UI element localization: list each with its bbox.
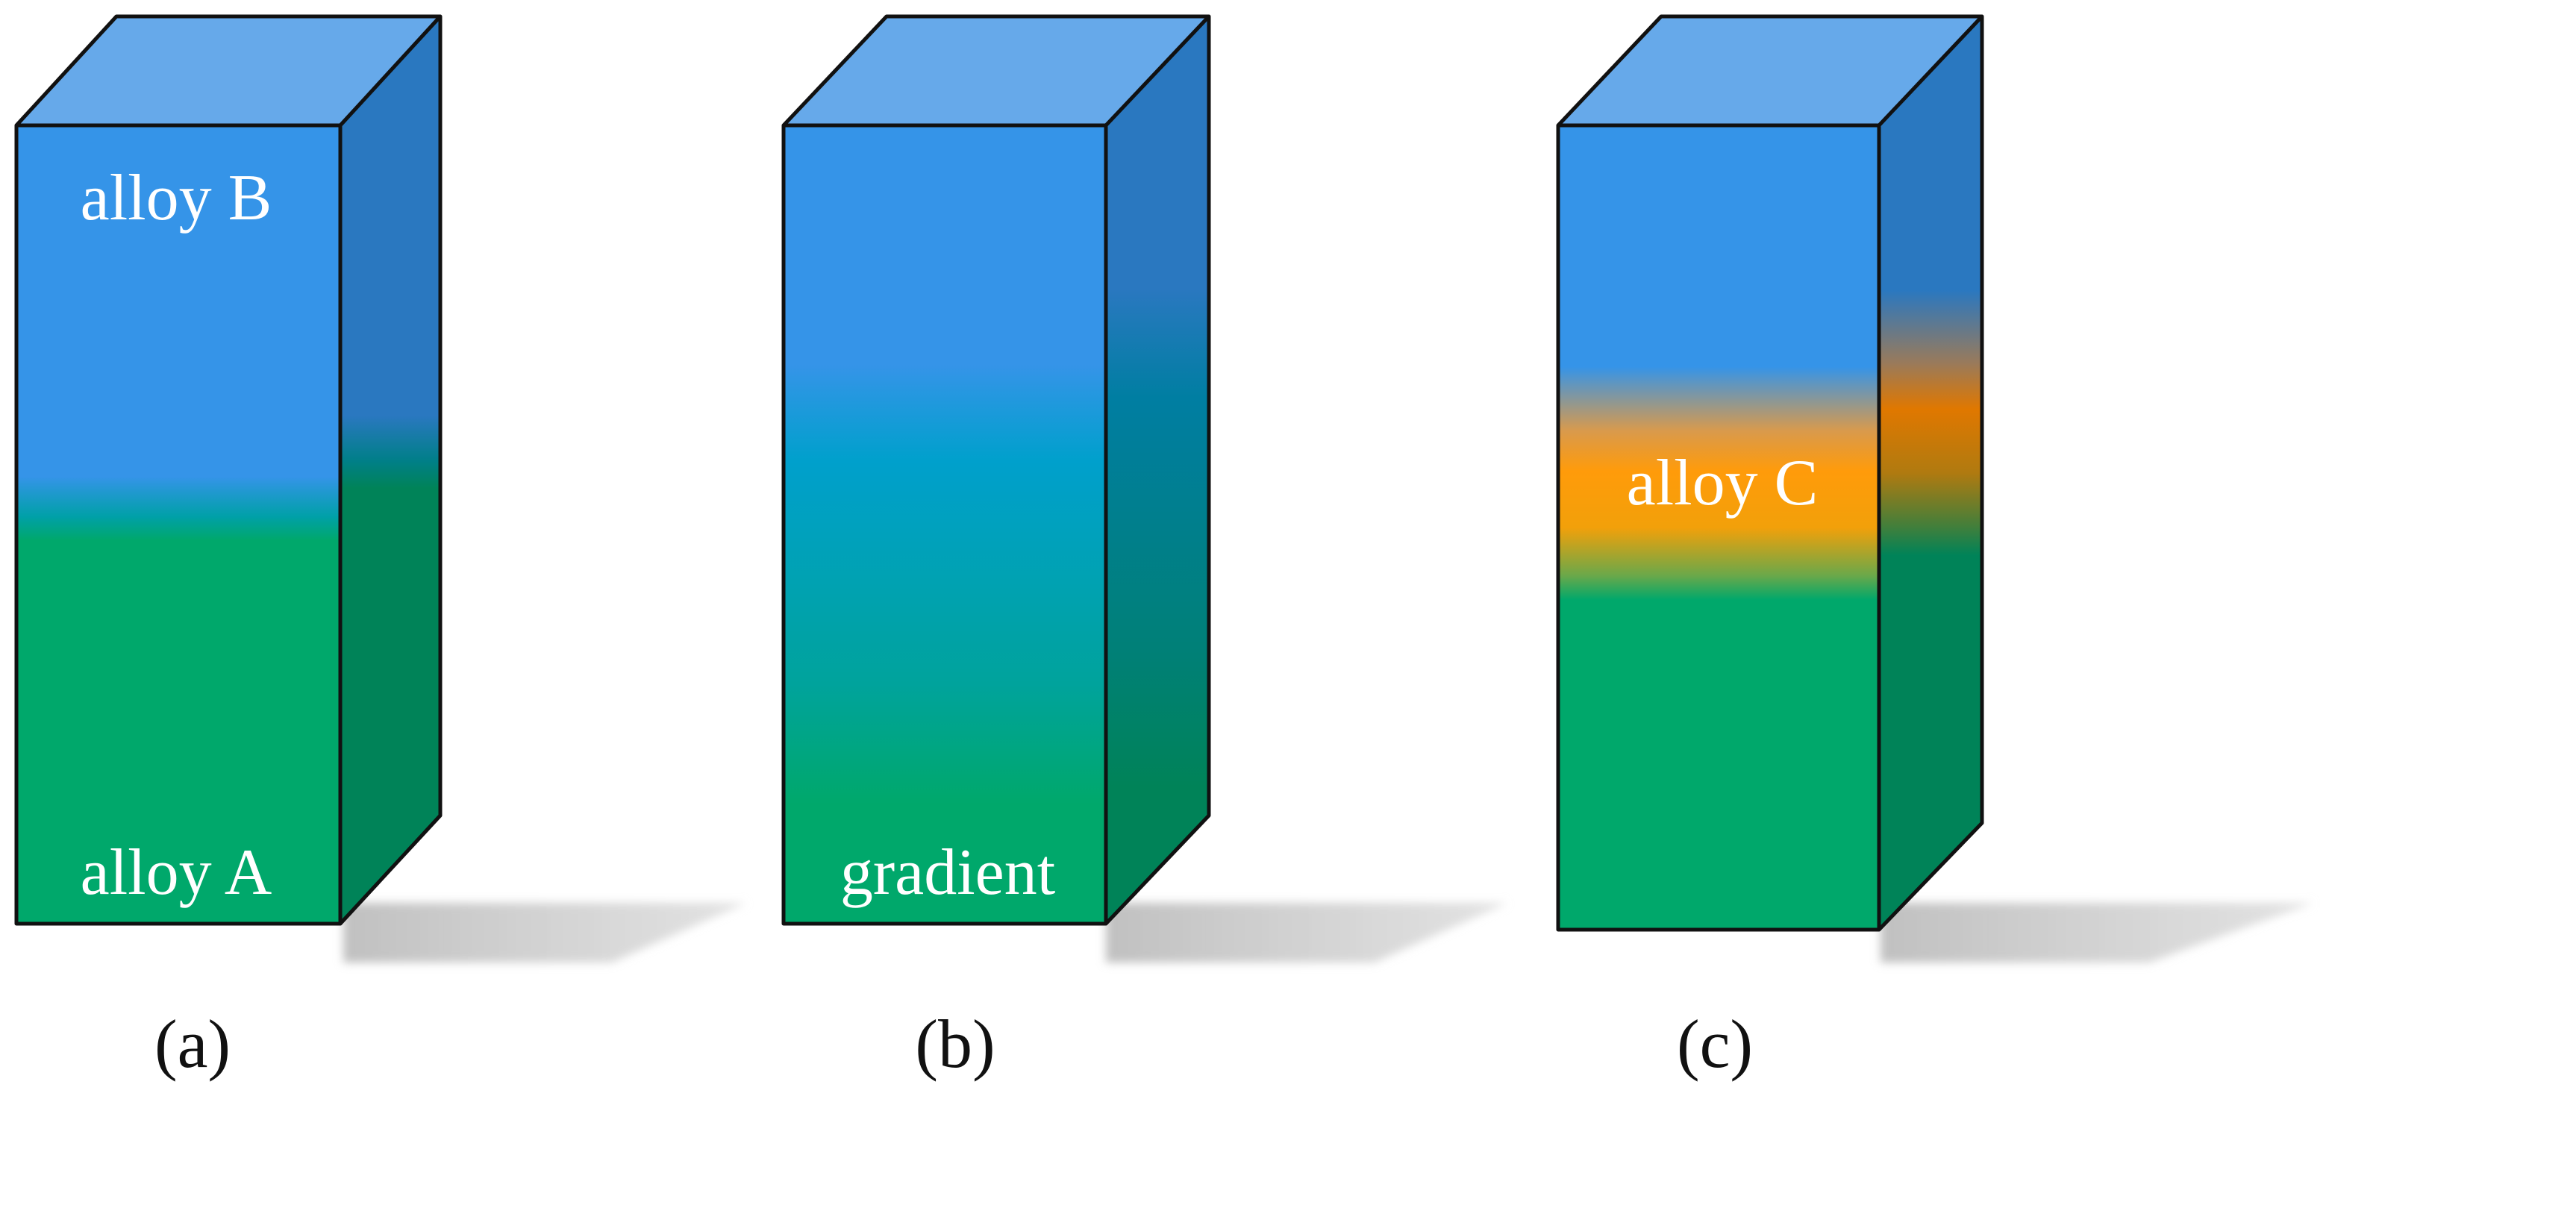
panel-a: alloy B alloy A (a) <box>14 14 746 1082</box>
panel-b-top-face <box>784 16 1209 125</box>
panel-c-top-face <box>1558 16 1982 125</box>
panel-c-shadow <box>1881 903 2313 963</box>
panel-b-side-face <box>1106 16 1209 924</box>
panel-a-front-face <box>16 125 340 924</box>
panel-b: gradient (b) <box>781 14 1507 1082</box>
panel-b-caption: (b) <box>915 1006 995 1082</box>
panel-a-outline <box>14 14 443 926</box>
panel-a-top-face <box>16 16 440 125</box>
panel-a-bottom-label: alloy A <box>81 836 272 909</box>
panel-a-top-label: alloy B <box>81 162 272 234</box>
panel-a-caption: (a) <box>154 1006 231 1082</box>
panel-b-bottom-label: gradient <box>840 836 1055 909</box>
panel-a-shadow <box>343 903 746 963</box>
panel-c: alloy C (c) <box>1556 14 2313 1082</box>
panel-b-front-face <box>784 125 1106 924</box>
panel-b-shadow <box>1106 903 1507 963</box>
panel-c-front-face <box>1558 125 1879 930</box>
panel-c-caption: (c) <box>1677 1006 1753 1082</box>
panel-b-outline <box>781 14 1211 926</box>
panel-a-side-face <box>340 16 440 924</box>
panel-c-outline <box>1556 14 1984 932</box>
panel-c-middle-label: alloy C <box>1627 447 1819 519</box>
panel-c-side-face <box>1879 16 1982 930</box>
